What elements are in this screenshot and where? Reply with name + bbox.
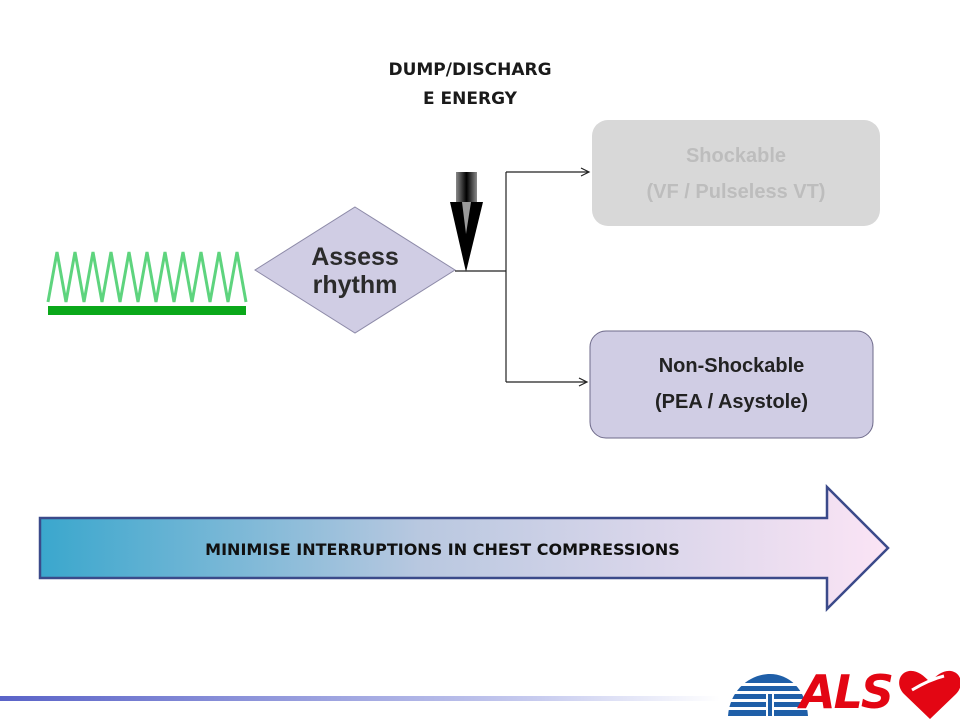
shockable-label: Shockable (VF / Pulseless VT) bbox=[592, 132, 880, 216]
shockable-box bbox=[592, 120, 880, 226]
footer-bar bbox=[0, 696, 720, 701]
shockable-label-line1: Shockable bbox=[685, 145, 787, 167]
shock-arrow-icon bbox=[450, 172, 483, 272]
non-shockable-label: Non-Shockable (PEA / Asystole) bbox=[590, 342, 873, 426]
branch-connectors bbox=[455, 167, 591, 387]
shockable-label-line2: (VF / Pulseless VT) bbox=[646, 181, 826, 203]
dump-discharge-energy-label: DUMP/DISCHARG E ENERGY bbox=[340, 55, 600, 115]
minimise-interruptions-arrow bbox=[38, 483, 890, 613]
dome-emblem-icon bbox=[728, 674, 808, 716]
non-shockable-label-line2: (PEA / Asystole) bbox=[655, 391, 808, 413]
heart-icon bbox=[899, 670, 960, 719]
assess-rhythm-label: Assess rhythm bbox=[280, 236, 430, 306]
als-logo-text: ALS bbox=[800, 665, 894, 719]
dump-label-line1: DUMP/DISCHARG bbox=[388, 60, 552, 80]
als-logo bbox=[728, 670, 960, 719]
minimise-interruptions-label: MINIMISE INTERRUPTIONS IN CHEST COMPRESS… bbox=[205, 539, 680, 559]
ecg-rhythm-icon bbox=[46, 251, 248, 315]
dump-label-line2: E ENERGY bbox=[423, 89, 517, 109]
assess-rhythm-diamond bbox=[254, 206, 456, 334]
assess-label-line1: Assess bbox=[311, 243, 399, 271]
assess-label-line2: rhythm bbox=[312, 271, 398, 299]
non-shockable-box bbox=[589, 330, 874, 439]
non-shockable-label-line1: Non-Shockable bbox=[658, 355, 805, 377]
